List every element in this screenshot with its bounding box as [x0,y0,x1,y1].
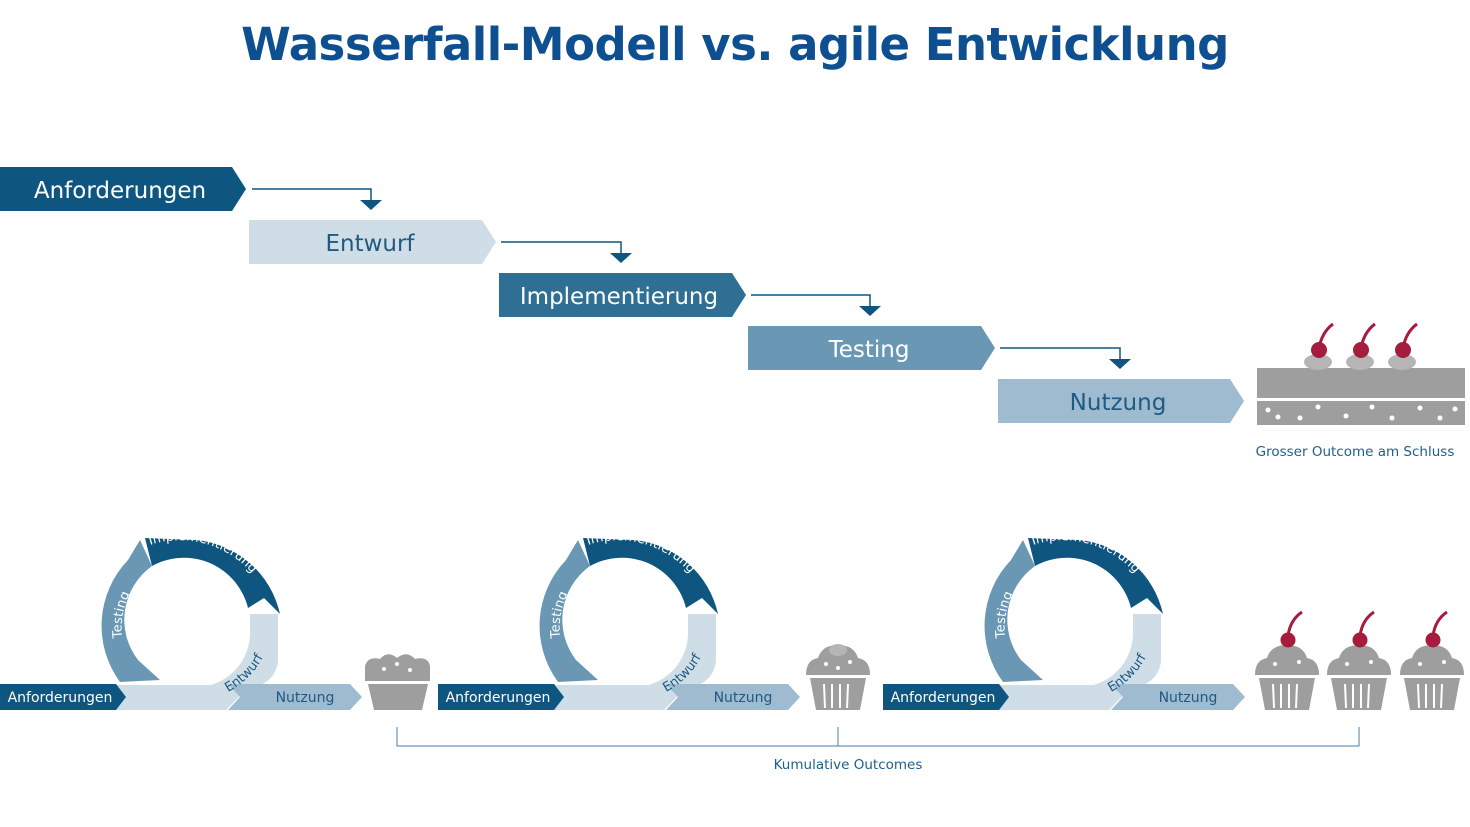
agile-phase-label: Anforderungen [891,690,996,706]
waterfall-connector [1000,347,1131,369]
waterfall-phase-anforderungen: Anforderungen [0,167,246,211]
agile-cycle-1: Anforderungen Nutzung Implementierung Te… [0,529,362,710]
agile-phase-label: Anforderungen [446,690,551,706]
agile-phase-label: Nutzung [276,690,335,706]
waterfall-phase-nutzung: Nutzung [998,379,1244,423]
waterfall-phase-label: Implementierung [520,284,718,310]
agile-phase-label: Nutzung [1159,690,1218,706]
waterfall-phase-label: Nutzung [1070,390,1167,416]
waterfall-phase-label: Testing [828,337,910,363]
waterfall: Anforderungen Entwurf Implementierung Te… [0,167,1465,460]
cherry-icon [1346,322,1376,370]
agile-cycle-2: Anforderungen Nutzung Implementierung Te… [438,529,800,710]
agile-cycle-3: Anforderungen Nutzung Implementierung Te… [883,529,1245,710]
cumulative-bracket [396,727,1360,747]
muffin-icon [365,654,430,710]
waterfall-connector [252,188,382,210]
waterfall-connector [501,241,632,263]
cherry-cupcake-icon [1327,610,1391,710]
agile-phase-label: Anforderungen [8,690,113,706]
waterfall-phase-label: Entwurf [325,231,415,257]
cherry-cupcake-icon [1255,610,1319,710]
cumulative-outcomes-label: Kumulative Outcomes [774,757,923,773]
cupcakes-with-cherries-icon [1255,610,1464,710]
big-cake-icon [1257,322,1465,425]
page-title: Wasserfall-Modell vs. agile Entwicklung [241,18,1229,71]
waterfall-phase-label: Anforderungen [34,178,206,204]
agile-phase-label: Nutzung [714,690,773,706]
cupcake-icon [806,644,870,710]
cherry-cupcake-icon [1400,610,1464,710]
waterfall-phase-entwurf: Entwurf [249,220,496,264]
waterfall-connector [751,294,881,316]
cherry-icon [1388,322,1418,370]
waterfall-phase-testing: Testing [748,326,995,370]
waterfall-phase-implementierung: Implementierung [499,273,746,317]
cherry-icon [1304,322,1334,370]
waterfall-outcome-label: Grosser Outcome am Schluss [1256,444,1455,460]
